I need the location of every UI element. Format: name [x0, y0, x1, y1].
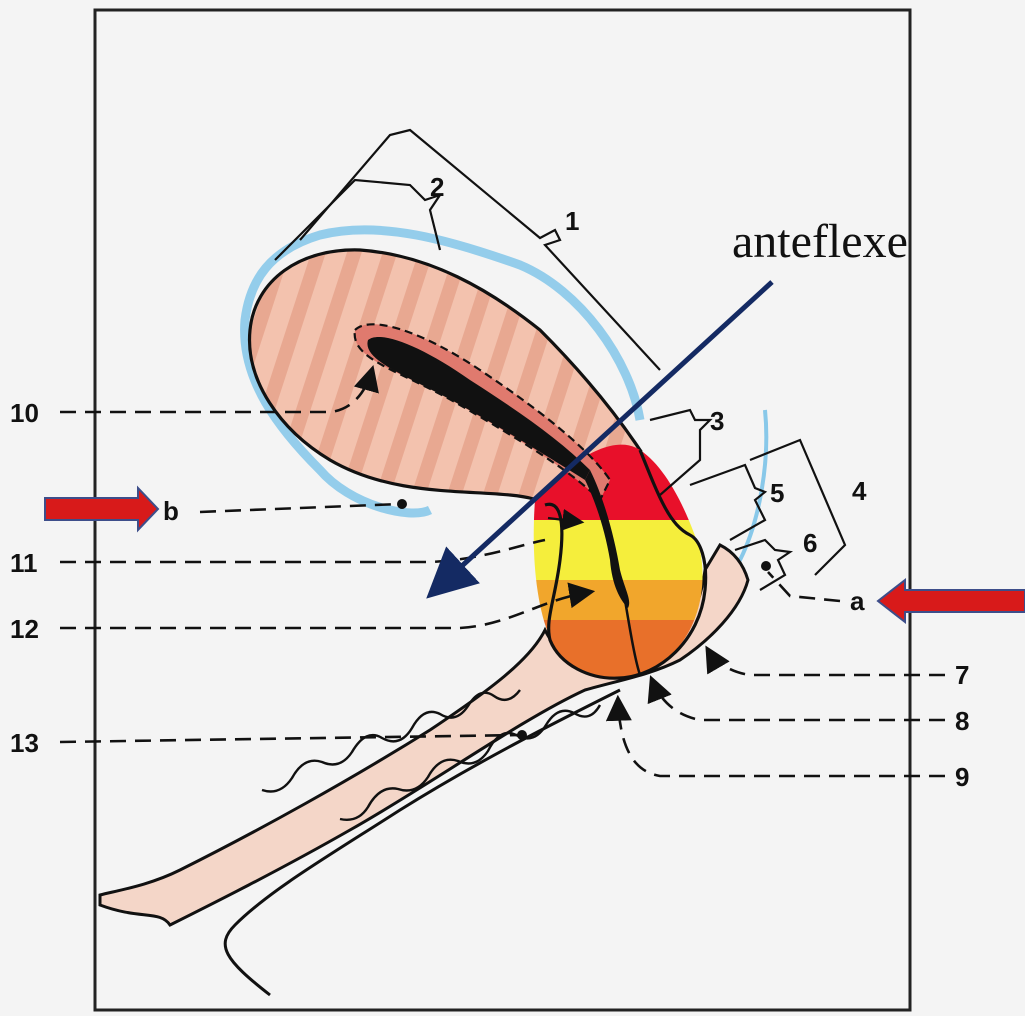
- label-6: 6: [803, 528, 817, 558]
- point-13: [517, 730, 527, 740]
- label-10: 10: [10, 398, 39, 428]
- leader-8: [652, 680, 945, 720]
- label-5: 5: [770, 478, 784, 508]
- label-13: 13: [10, 728, 39, 758]
- red-arrow-left: [45, 488, 158, 530]
- bracket-2: [275, 180, 440, 260]
- leader-12: [60, 592, 590, 628]
- label-3: 3: [710, 406, 724, 436]
- label-a: a: [850, 586, 865, 616]
- label-9: 9: [955, 762, 969, 792]
- point-b: [397, 499, 407, 509]
- red-arrow-right: [878, 580, 1025, 622]
- label-4: 4: [852, 476, 867, 506]
- leader-9: [618, 700, 945, 776]
- label-1: 1: [565, 206, 579, 236]
- label-b: b: [163, 496, 179, 526]
- anteflexe-label: anteflexe: [732, 215, 908, 268]
- leader-a: [768, 572, 840, 601]
- label-11: 11: [10, 548, 38, 578]
- point-a: [761, 561, 771, 571]
- label-12: 12: [10, 614, 39, 644]
- label-7: 7: [955, 660, 969, 690]
- label-2: 2: [430, 172, 444, 202]
- label-8: 8: [955, 706, 969, 736]
